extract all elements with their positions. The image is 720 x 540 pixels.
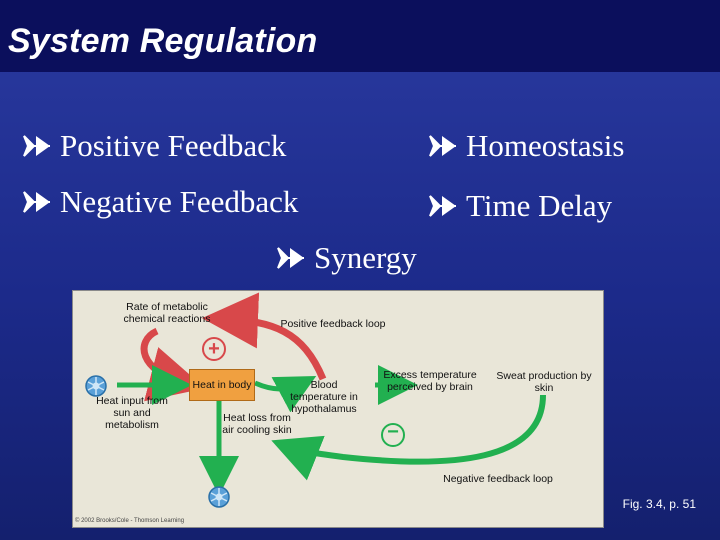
diagram-arrows: [85, 292, 546, 508]
bullet-arrow-icon: [277, 247, 304, 269]
bullet-text: Synergy: [314, 240, 417, 275]
arrow-heat-to-blood: [253, 375, 317, 413]
label-heat-input: Heat input from sun and metabolism: [96, 395, 168, 431]
bullet-text: Negative Feedback: [60, 184, 299, 219]
minus-sign: −: [387, 421, 399, 443]
figure-reference: Fig. 3.4, p. 51: [622, 497, 696, 511]
bullet-arrow-icon: [23, 191, 50, 213]
label-excess-temp: Excess temperature perceived by brain: [383, 369, 477, 393]
bullet-arrow-icon: [429, 135, 456, 157]
positive-arrow-blood-to-rate: [202, 292, 327, 381]
bullet-homeostasis: Homeostasis: [428, 128, 624, 164]
bullet-text: Homeostasis: [466, 128, 625, 163]
bullet-synergy: Synergy: [276, 240, 417, 276]
bullet-arrow-icon: [23, 135, 50, 157]
bullet-negative-feedback: Negative Feedback: [22, 184, 298, 220]
title-bar: [0, 0, 720, 72]
bullet-positive-feedback: Positive Feedback: [22, 128, 286, 164]
label-blood-temp: Blood temperature in hypothalamus: [290, 379, 358, 415]
sun-input-icon: [85, 375, 107, 397]
label-positive-loop: Positive feedback loop: [280, 318, 386, 330]
bullet-text: Time Delay: [466, 188, 613, 223]
label-negative-loop: Negative feedback loop: [443, 473, 553, 485]
label-rate: Rate of metabolic chemical reactions: [123, 301, 211, 325]
feedback-loop-diagram: Rate of metabolic chemical reactions Pos…: [72, 290, 604, 528]
heat-in-body-box: Heat in body: [189, 369, 255, 401]
slide-title: System Regulation: [8, 22, 318, 60]
positive-arrow-rate-to-heat: [140, 327, 206, 402]
negative-loop-arrow: [271, 394, 546, 481]
sun-output-icon: [208, 486, 230, 508]
label-heat-loss: Heat loss from air cooling skin: [222, 412, 292, 436]
label-sweat: Sweat production by skin: [496, 370, 592, 394]
bullet-arrow-icon: [429, 195, 456, 217]
plus-sign: +: [208, 338, 220, 360]
bullet-time-delay: Time Delay: [428, 188, 612, 224]
copyright-text: © 2002 Brooks/Cole - Thomson Learning: [75, 518, 185, 524]
bullet-text: Positive Feedback: [60, 128, 287, 163]
